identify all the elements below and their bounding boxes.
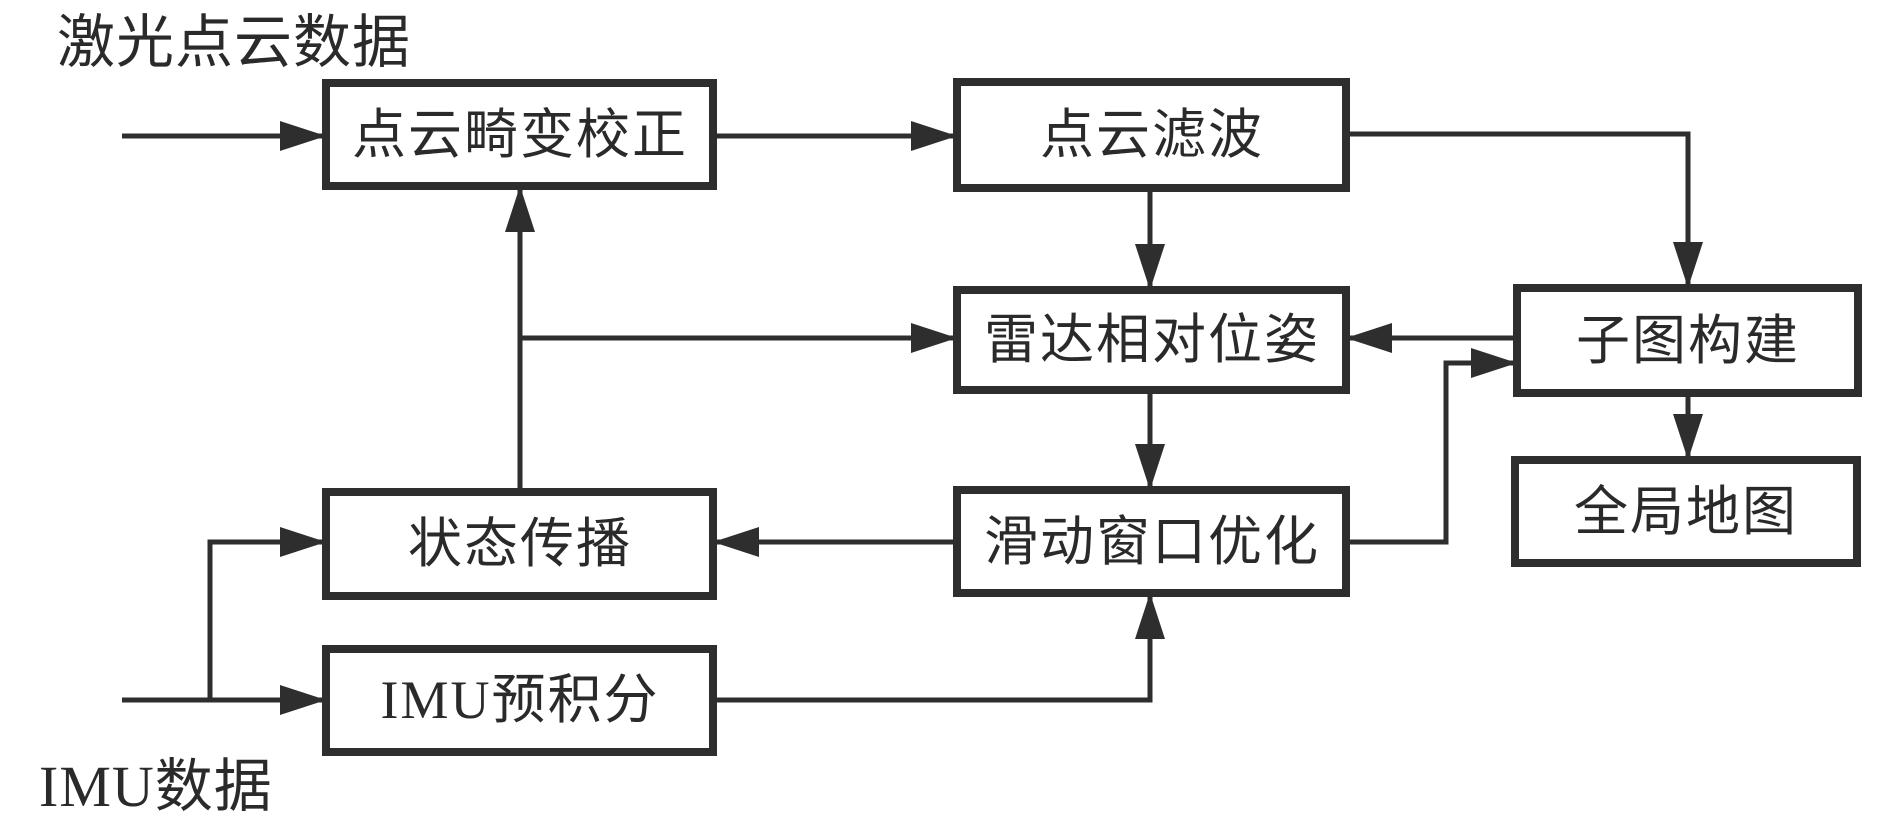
edge-sliding-window-to-submap-construction	[1346, 348, 1517, 545]
node-imu-preintegration: IMU预积分	[322, 645, 717, 756]
submap-construction-box	[1513, 284, 1862, 397]
radar-relative-pose-box	[953, 286, 1350, 394]
global-map-label: 全局地图	[1574, 482, 1798, 542]
edge-imu-preintegration-to-sliding-window	[713, 593, 1165, 703]
imu-data-label: IMU数据	[39, 754, 273, 819]
state-propagation-label: 状态传播	[408, 514, 632, 574]
edge-imu-input-to-state-propagation	[207, 527, 326, 700]
submap-construction-label: 子图构建	[1576, 311, 1800, 371]
imu-preintegration-box	[322, 645, 717, 756]
global-map-box	[1511, 456, 1861, 567]
node-distortion-correction: 点云畸变校正	[322, 79, 717, 190]
point-cloud-filter-label: 点云滤波	[1040, 105, 1264, 165]
imu-preintegration-label: IMU预积分	[381, 670, 660, 730]
sliding-window-optimization-label: 滑动窗口优化	[984, 512, 1320, 572]
radar-relative-pose-label: 雷达相对位姿	[984, 310, 1320, 370]
distortion-correction-label: 点云畸变校正	[352, 105, 688, 165]
sliding-window-optimization-box	[953, 486, 1350, 597]
edges-layer	[122, 121, 1703, 715]
node-sliding-window-optimization: 滑动窗口优化	[953, 486, 1350, 597]
distortion-correction-box	[322, 79, 717, 190]
node-state-propagation: 状态传播	[322, 488, 717, 600]
point-cloud-filter-box	[953, 78, 1350, 192]
node-submap-construction: 子图构建	[1513, 284, 1862, 397]
laser-point-cloud-data-label: 激光点云数据	[57, 10, 411, 75]
node-point-cloud-filter: 点云滤波	[953, 78, 1350, 192]
state-propagation-box	[322, 488, 717, 600]
node-radar-relative-pose: 雷达相对位姿	[953, 286, 1350, 394]
node-global-map: 全局地图	[1511, 456, 1861, 567]
edge-point-cloud-filter-to-submap-construction	[1346, 131, 1703, 288]
